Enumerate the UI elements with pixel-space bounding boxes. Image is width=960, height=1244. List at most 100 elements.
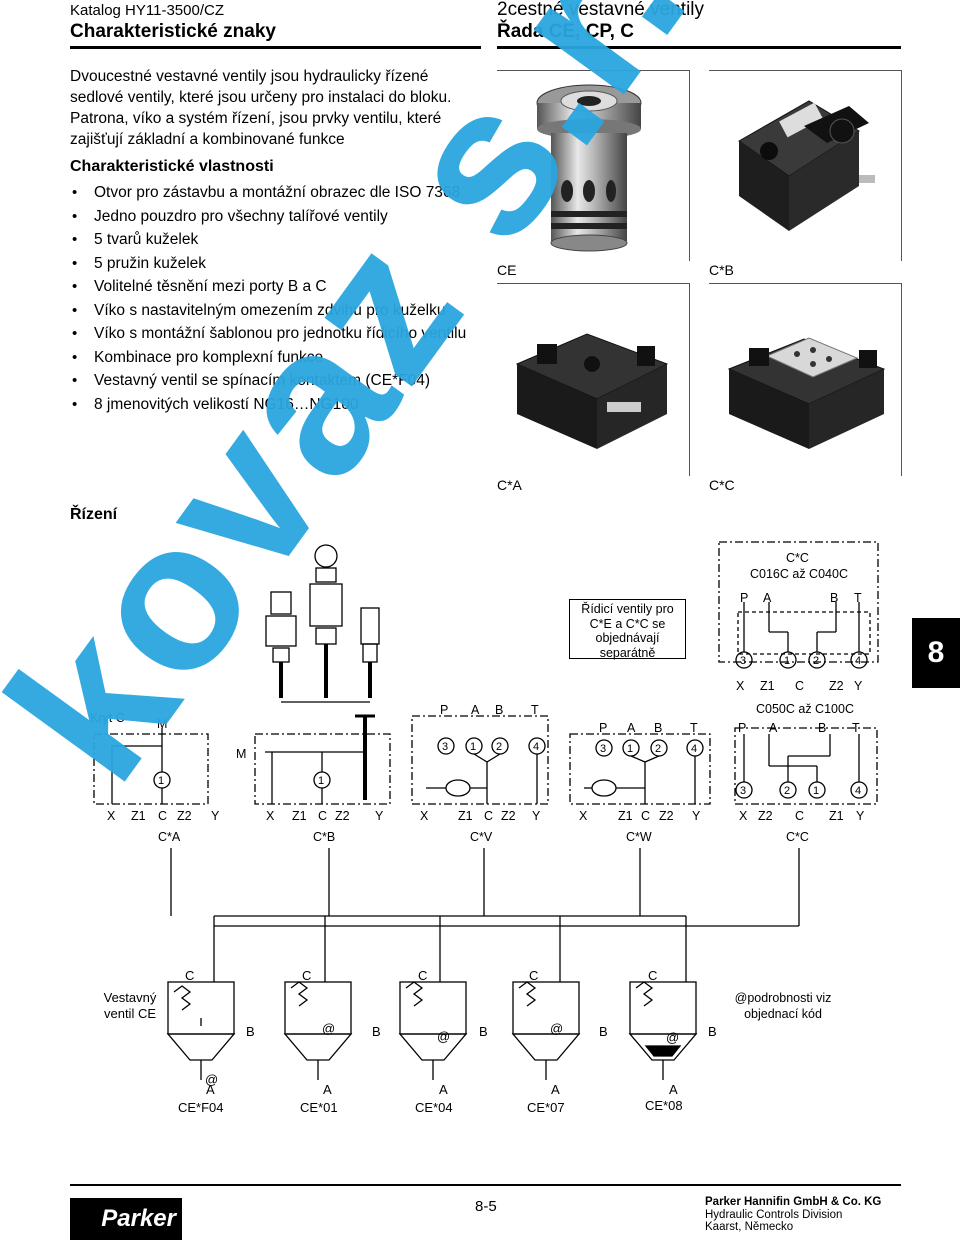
- circle-number: 4: [855, 655, 861, 667]
- control-heading: Řízení: [70, 506, 118, 523]
- circle-number: 4: [691, 743, 697, 755]
- control-diagram: Kryt C M M 1 1 C*C C016C až C040C C050C …: [90, 541, 879, 982]
- port-label: Z1: [131, 809, 146, 823]
- list-item: 5 tvarů kuželek: [70, 229, 480, 250]
- circle-number: 4: [533, 741, 539, 753]
- circle-number: 3: [600, 743, 606, 755]
- port-label: Z2: [501, 809, 516, 823]
- pilot-note: Řídicí ventily pro C*E a C*C se objednáv…: [569, 599, 686, 660]
- port-label: A: [627, 721, 636, 735]
- port-label: T: [852, 721, 860, 735]
- port-label: P: [740, 591, 748, 605]
- cover-label: C*C: [786, 830, 809, 844]
- circle-number: 1: [627, 743, 633, 755]
- photo-caption: C*C: [709, 477, 735, 493]
- cover-label: C*B: [313, 830, 335, 844]
- list-item: 8 jmenovitých velikostí NG16…NG100: [70, 394, 480, 415]
- pilot-valve-1: [265, 591, 297, 698]
- intro-paragraph: Dvoucestné vestavné ventily jsou hydraul…: [70, 68, 452, 148]
- company-name: Parker Hannifin GmbH & Co. KG: [705, 1196, 882, 1208]
- pilot-valve-3: [360, 607, 380, 698]
- port-label: Z2: [659, 809, 674, 823]
- port-label: Y: [856, 809, 865, 823]
- port-label: Y: [532, 809, 541, 823]
- cover-image: [727, 337, 886, 449]
- list-item: Otvor pro zástavbu a montážní obrazec dl…: [70, 182, 480, 203]
- port-label: B: [495, 703, 503, 717]
- at-marker: @: [322, 1021, 335, 1036]
- port-label: C: [185, 968, 194, 983]
- port-label: A: [669, 1082, 678, 1097]
- cover-label: C*W: [626, 830, 652, 844]
- port-label: C: [318, 809, 327, 823]
- detail-note-text: podrobnosti viz objednací kód: [744, 991, 832, 1021]
- photo-caption: CE: [497, 262, 517, 278]
- cc-range-1: C016C až C040C: [750, 567, 848, 581]
- cover-image: [515, 333, 669, 449]
- port-label: B: [830, 591, 838, 605]
- port-label: Z1: [760, 679, 775, 693]
- circle-number: 4: [855, 785, 861, 797]
- port-label: Z2: [829, 679, 844, 693]
- port-label: Y: [692, 809, 701, 823]
- cc-range-2: C050C až C100C: [756, 702, 854, 716]
- at-marker: @: [550, 1021, 563, 1036]
- port-label: A: [551, 1082, 560, 1097]
- port-label: P: [738, 721, 746, 735]
- at-marker: @: [437, 1029, 450, 1044]
- port-label: X: [736, 679, 745, 693]
- port-label: Z2: [177, 809, 192, 823]
- parker-logo: Parker: [70, 1198, 182, 1240]
- kryt-label: Kryt C: [90, 711, 125, 725]
- port-label: Z2: [335, 809, 350, 823]
- port-label: C: [529, 968, 538, 983]
- port-label: A: [439, 1082, 448, 1097]
- port-label: C: [484, 809, 493, 823]
- cartridge-title: Vestavný ventil CE: [103, 990, 157, 1021]
- at-marker: @: [205, 1072, 218, 1087]
- port-label: Y: [854, 679, 863, 693]
- cover-label: C*V: [470, 830, 493, 844]
- cartridge-code: CE*01: [300, 1100, 338, 1115]
- port-label: X: [420, 809, 429, 823]
- port-label: Y: [211, 809, 220, 823]
- section-title: Charakteristické znaky: [70, 21, 276, 42]
- port-label: Z1: [292, 809, 307, 823]
- company-city: Kaarst, Německo: [705, 1221, 794, 1233]
- port-label: Z1: [618, 809, 633, 823]
- cartridge-image: [536, 84, 642, 252]
- header-rule-right: [497, 46, 901, 49]
- cartridge-ce-04: [398, 981, 468, 1080]
- port-label: Z1: [829, 809, 844, 823]
- cartridge-code: CE*04: [415, 1100, 453, 1115]
- cartridge-ce-08: [628, 981, 698, 1080]
- at-marker: @: [666, 1030, 679, 1045]
- port-label: B: [654, 721, 662, 735]
- port-label: T: [690, 721, 698, 735]
- photo-cb-cover: [709, 70, 902, 261]
- cover-image: [738, 100, 875, 231]
- list-item: Kombinace pro komplexní funkce: [70, 347, 480, 368]
- port-label: A: [206, 1082, 215, 1097]
- features-heading: Charakteristické vlastnosti: [70, 158, 274, 175]
- circle-number: 3: [740, 655, 746, 667]
- cartridge-code: CE*07: [527, 1100, 565, 1115]
- port-label: C: [795, 809, 804, 823]
- cartridge-ce-07: [511, 981, 581, 1080]
- port-label: B: [479, 1024, 488, 1039]
- division-name: Hydraulic Controls Division: [705, 1209, 843, 1221]
- circle-number: 2: [496, 741, 502, 753]
- circle-number: 1: [784, 655, 790, 667]
- list-item: Víko s montážní šablonou pro jednotku ří…: [70, 323, 480, 344]
- port-label: X: [579, 809, 588, 823]
- list-item: Volitelné těsnění mezi porty B a C: [70, 276, 480, 297]
- logo-text: Parker: [101, 1205, 176, 1232]
- port-label: A: [763, 591, 772, 605]
- photo-ce-cartridge: [497, 70, 690, 261]
- marker-m: M: [236, 747, 246, 761]
- port-label: A: [323, 1082, 332, 1097]
- port-label: B: [818, 721, 826, 735]
- series-title: Řada CE, CP, C: [497, 21, 634, 42]
- page-number: 8-5: [475, 1198, 497, 1215]
- circle-number: 1: [813, 785, 819, 797]
